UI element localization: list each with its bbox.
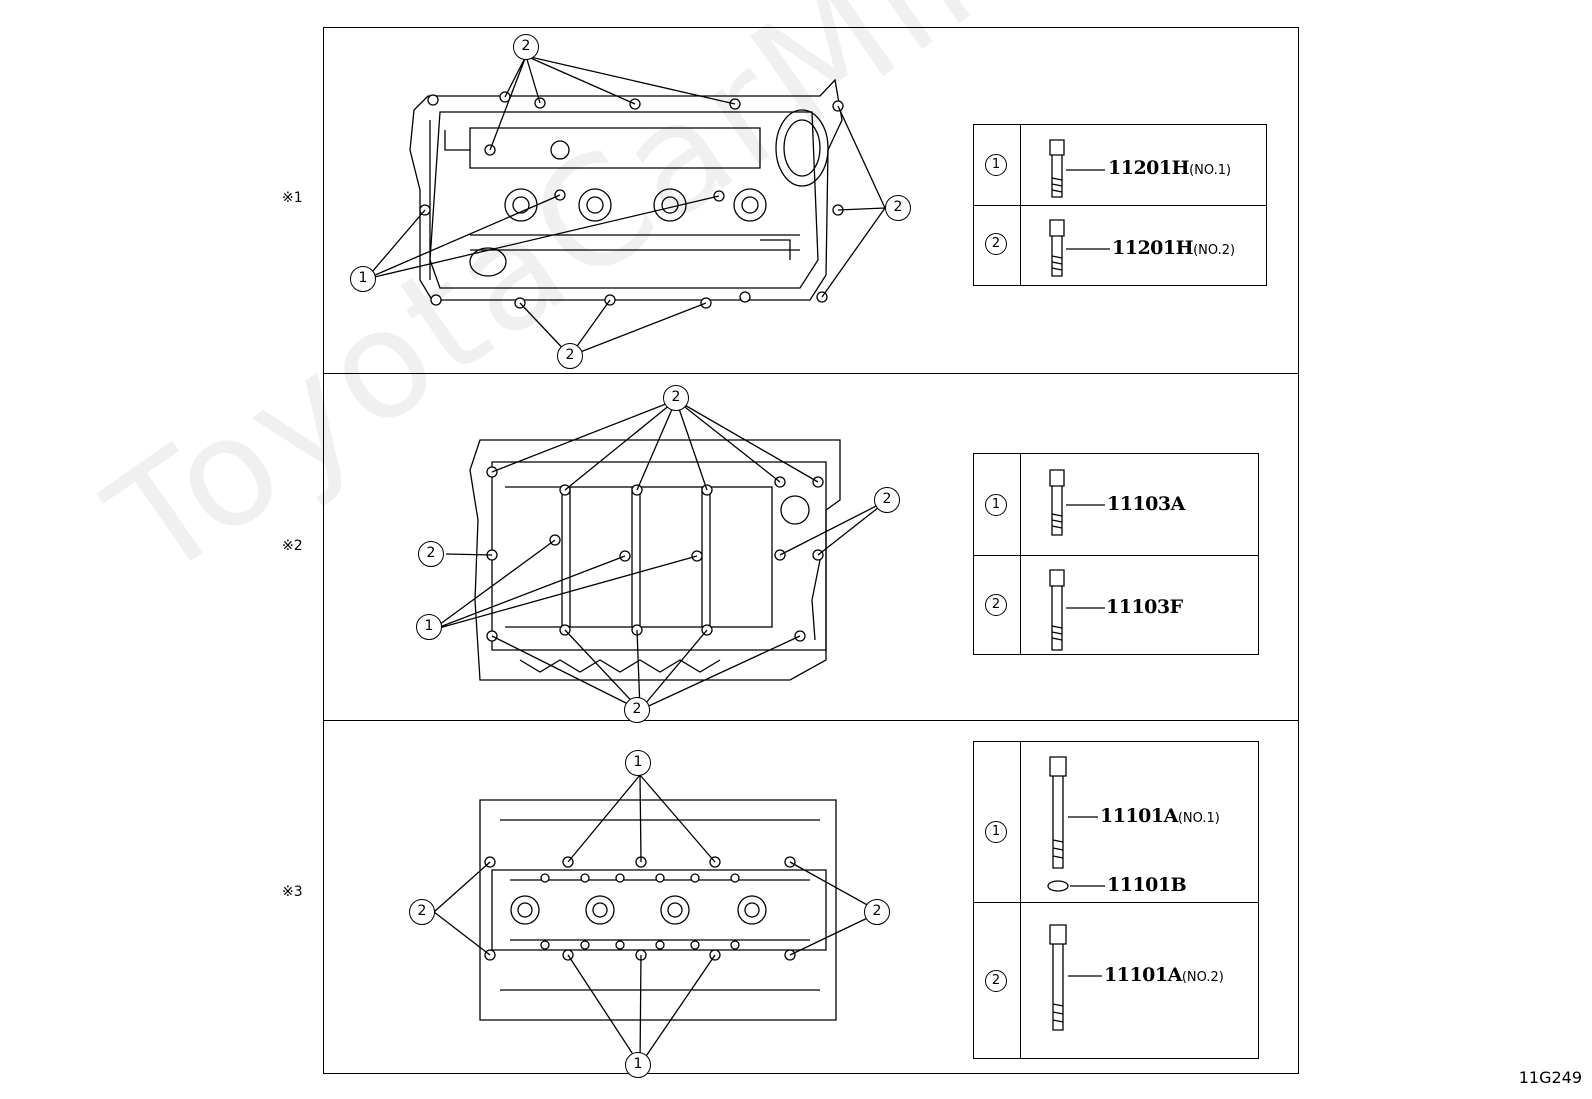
row-mark-1: ※1 xyxy=(282,190,303,206)
part-number-11201H-no2: 11201H(NO.2) xyxy=(1112,237,1236,259)
diagram-frame xyxy=(323,27,1299,1074)
figure-code: 11G249 xyxy=(1518,1068,1582,1087)
row-divider-2 xyxy=(323,720,1299,721)
legend-table-3: 1 2 xyxy=(973,741,1259,1059)
callout-1-left: 1 xyxy=(350,266,376,292)
row-mark-3: ※3 xyxy=(282,884,303,900)
callout-2-top: 2 xyxy=(513,34,539,60)
callout-2-bottom: 2 xyxy=(624,697,650,723)
legend-num: 2 xyxy=(985,233,1007,255)
row-mark-2: ※2 xyxy=(282,538,303,554)
callout-2-left: 2 xyxy=(409,899,435,925)
legend-num: 1 xyxy=(985,494,1007,516)
cylinder-block-drawing xyxy=(469,439,841,681)
legend-num: 1 xyxy=(985,154,1007,176)
callout-1-left: 1 xyxy=(416,614,442,640)
part-number-11103F: 11103F xyxy=(1106,596,1183,618)
legend-num: 2 xyxy=(985,970,1007,992)
cylinder-head-drawing xyxy=(479,799,837,1021)
part-number-11101A-no2: 11101A(NO.2) xyxy=(1104,964,1224,986)
part-number-11101B: 11101B xyxy=(1107,874,1187,896)
callout-1-top: 1 xyxy=(625,750,651,776)
legend-table-2: 1 2 xyxy=(973,453,1259,655)
legend-table-1: 1 2 xyxy=(973,124,1267,286)
callout-1-bottom: 1 xyxy=(625,1052,651,1078)
callout-2-top: 2 xyxy=(663,385,689,411)
legend-bolt-sketches xyxy=(1047,139,1110,1031)
head-cover-drawing xyxy=(409,78,843,301)
part-number-11103A: 11103A xyxy=(1107,493,1185,515)
callout-2-right: 2 xyxy=(864,899,890,925)
callout-2-right: 2 xyxy=(885,195,911,221)
legend-num: 1 xyxy=(985,821,1007,843)
row-divider-1 xyxy=(323,373,1299,374)
callout-2-bottom: 2 xyxy=(557,343,583,369)
callout-2-left: 2 xyxy=(418,541,444,567)
callout-2-right: 2 xyxy=(874,487,900,513)
part-number-11201H-no1: 11201H(NO.1) xyxy=(1108,157,1232,179)
part-number-11101A-no1: 11101A(NO.1) xyxy=(1100,805,1220,827)
legend-num: 2 xyxy=(985,594,1007,616)
